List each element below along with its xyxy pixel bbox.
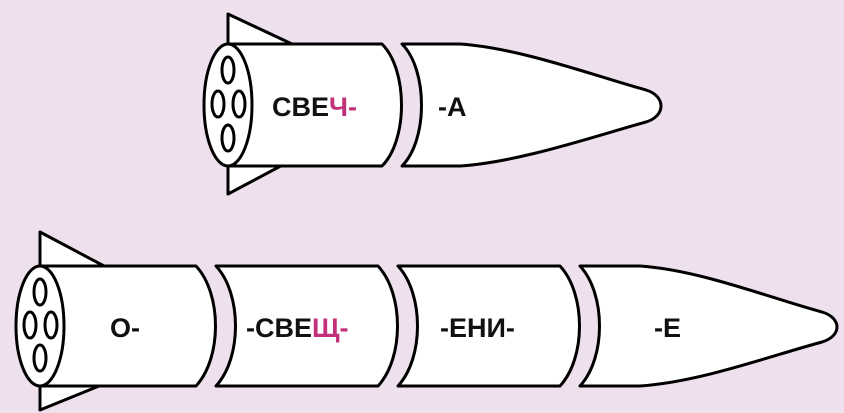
rocket-1-engine-section: СВЕЧ- [202,42,403,168]
rocket-2-nozzle-hole-icon [32,277,48,307]
rocket-1-nose-cone-section: -А [400,42,663,168]
rocket-1-engine-highlight: Ч- [329,92,357,122]
rocket-2-nose-label: -Е [654,313,681,343]
rocket-2-engine-section: О- [14,264,217,388]
rocket-2-top-fin-icon [38,230,106,268]
rocket-1-engine-label: СВЕЧ- [272,92,357,122]
rocket-2-engine-label: О- [110,313,140,343]
rocket-1-top-fin-icon [226,12,294,46]
rocket-1-engine-body [226,42,403,168]
rocket-2-nozzle-hole-icon [22,310,38,340]
rocket-2-body-highlight: Щ- [312,313,349,343]
rocket-2-body-section-2-shape [396,264,581,388]
rocket-1-nose-label: -А [438,92,467,122]
rocket-1: СВЕЧ- -А [202,12,663,196]
rocket-2-body-section-1-shape [214,264,399,388]
rocket-1-nose-cone-icon [400,42,663,168]
rocket-2-engine-body [38,264,217,388]
rocket-2-body-section-2: -ЕНИ- [396,264,581,388]
rocket-2: О- -СВЕЩ- -ЕНИ- -Е [14,230,839,412]
rocket-2-nozzle-hole-icon [32,343,48,373]
rocket-2-body-label-1: -СВЕЩ- [246,313,349,343]
rocket-2-body-label-2: -ЕНИ- [440,313,515,343]
rocket-2-body-section-1: -СВЕЩ- [214,264,399,388]
rocket-1-engine-nozzle-icon [202,42,254,168]
rocket-2-nose-cone-section: -Е [578,264,839,388]
rocket-2-nose-cone-icon [578,264,839,388]
rocket-2-bottom-fin-icon [38,382,106,412]
rocket-1-nozzle-hole-icon [210,89,226,119]
rocket-1-nozzle-hole-icon [220,123,236,153]
rocket-2-nozzle-hole-icon [43,310,59,340]
rocket-1-nozzle-hole-icon [220,55,236,85]
rocket-1-nozzle-hole-icon [231,89,247,119]
rocket-2-engine-nozzle-icon [14,264,66,388]
